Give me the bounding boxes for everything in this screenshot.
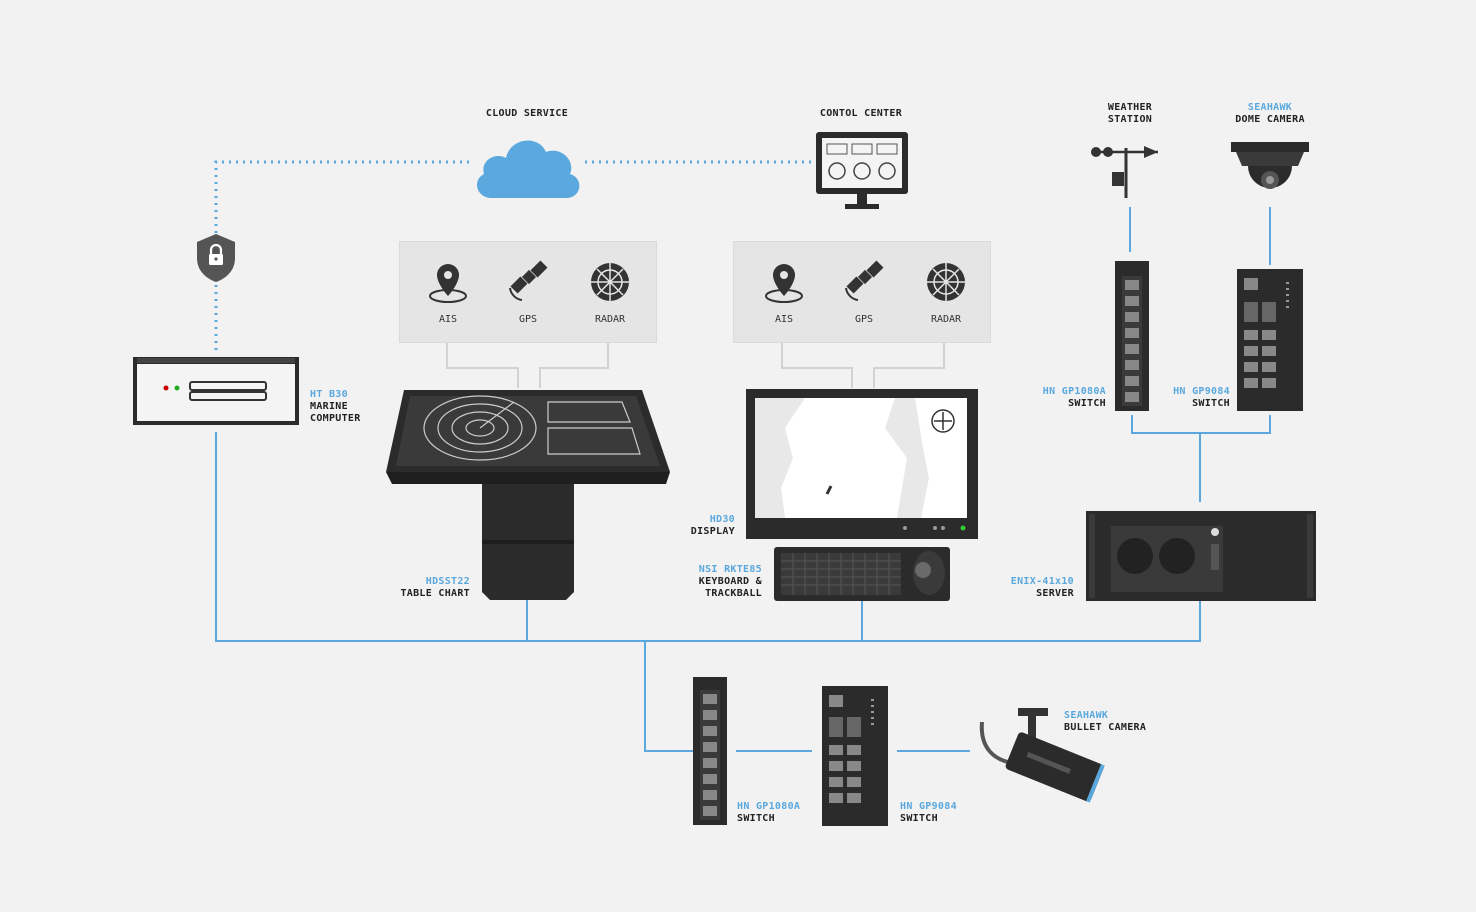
bullet-camera-icon — [979, 708, 1105, 803]
weather-station-icon — [1091, 146, 1158, 198]
switch-top1-icon — [1115, 261, 1149, 411]
keyboard-trackball-icon — [774, 547, 950, 601]
marine-computer-icon — [133, 357, 299, 425]
weather-label: WEATHER STATION — [1107, 102, 1153, 125]
gps-satellite-icon — [845, 260, 884, 301]
radar-icon — [591, 263, 629, 301]
dome-camera-icon — [1231, 142, 1309, 189]
sensor-label-ais: AIS — [438, 314, 458, 325]
control-label: CONTOL CENTER — [819, 108, 903, 119]
sensor-label-radar: RADAR — [930, 314, 962, 325]
bullet-label: SEAHAWK BULLET CAMERA — [1064, 710, 1147, 733]
switch-pair-link — [1131, 415, 1271, 434]
sensor-panel-left: AIS GPS RADAR — [399, 241, 657, 343]
dome-label: SEAHAWK DOME CAMERA — [1235, 102, 1305, 125]
table-chart-icon — [386, 390, 670, 600]
ais-icon — [765, 264, 803, 303]
main-bus — [215, 432, 1201, 642]
server-label: ENIX-41x10 SERVER — [1010, 576, 1074, 599]
sensor-label-radar: RADAR — [594, 314, 626, 325]
switch-top1-label: HN GP1080A SWITCH — [1042, 386, 1106, 409]
switch-bottom2-icon — [822, 686, 888, 826]
switch-bottom1-icon — [693, 677, 727, 825]
switch-bottom1-label: HN GP1080A SWITCH — [737, 801, 801, 824]
gps-satellite-icon — [509, 260, 548, 301]
switch-top2-icon — [1237, 269, 1303, 411]
keyboard-label: NSI RKTE85 KEYBOARD & TRACKBALL — [698, 564, 762, 599]
bus-to-switch — [644, 641, 693, 752]
sensor-panel-right: AIS GPS RADAR — [733, 241, 991, 343]
table-label: HDSST22 TABLE CHART — [400, 576, 470, 599]
switch-top2-label: HN GP9084 SWITCH — [1173, 386, 1230, 409]
cloud-label: CLOUD SERVICE — [485, 108, 569, 119]
marine-label: HT B30 MARINE COMPUTER — [310, 389, 361, 424]
cloud-link-left — [214, 160, 472, 240]
monitor-icon — [816, 132, 908, 209]
sensor-label-gps: GPS — [518, 314, 538, 325]
display-icon — [746, 389, 978, 539]
firewall-shield-icon — [197, 234, 235, 282]
ais-icon — [429, 264, 467, 303]
radar-icon — [927, 263, 965, 301]
sensor-label-ais: AIS — [774, 314, 794, 325]
server-icon — [1086, 511, 1316, 601]
sensor-label-gps: GPS — [854, 314, 874, 325]
switch-bottom2-label: HN GP9084 SWITCH — [900, 801, 957, 824]
cloud-icon — [477, 140, 580, 198]
display-label: HD30 DISPLAY — [690, 514, 735, 537]
